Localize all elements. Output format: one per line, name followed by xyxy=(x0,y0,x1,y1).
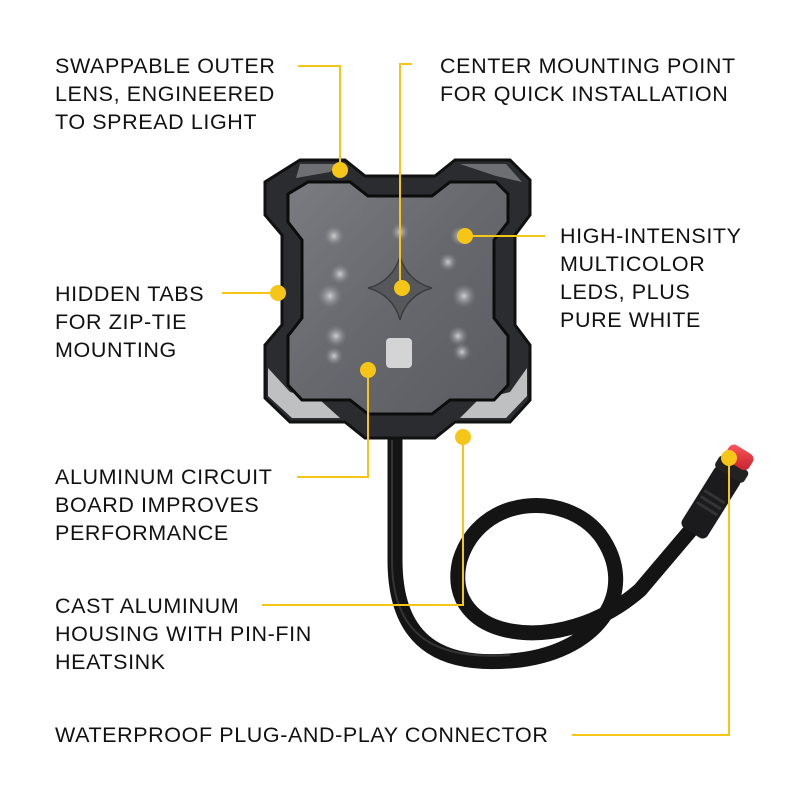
leader-housing xyxy=(262,437,464,606)
callout-hidden-tabs: HIDDEN TABS FOR ZIP-TIE MOUNTING xyxy=(55,280,204,364)
callout-connector: WATERPROOF PLUG-AND-PLAY CONNECTOR xyxy=(55,721,548,749)
callout-line: FOR QUICK INSTALLATION xyxy=(440,82,729,106)
callout-line: SWAPPABLE OUTER xyxy=(55,54,276,78)
callout-line: CAST ALUMINUM xyxy=(55,594,240,618)
leader-circuit-board xyxy=(297,372,369,478)
leader-outer-lens xyxy=(298,65,341,168)
cable xyxy=(387,422,720,670)
leader-center-mount xyxy=(399,63,412,288)
callout-line: PERFORMANCE xyxy=(55,521,229,545)
callout-line: BOARD IMPROVES xyxy=(55,493,260,517)
callout-line: FOR ZIP-TIE xyxy=(55,310,188,334)
dot-outer-lens xyxy=(332,162,348,178)
callout-outer-lens: SWAPPABLE OUTER LENS, ENGINEERED TO SPRE… xyxy=(55,52,275,136)
dot-hidden-tabs xyxy=(270,285,286,301)
callout-line: HOUSING WITH PIN-FIN xyxy=(55,622,312,646)
callout-housing: CAST ALUMINUM HOUSING WITH PIN-FIN HEATS… xyxy=(55,592,312,676)
dot-center-mount xyxy=(394,280,410,296)
callout-line: HEATSINK xyxy=(55,650,166,674)
callout-line: ALUMINUM CIRCUIT xyxy=(55,465,273,489)
callout-line: PURE WHITE xyxy=(560,308,701,332)
callout-line: CENTER MOUNTING POINT xyxy=(440,54,736,78)
callout-line: HIGH-INTENSITY xyxy=(560,224,742,248)
leader-connector xyxy=(572,458,730,736)
callout-line: LEDS, PLUS xyxy=(560,280,691,304)
callout-line: LENS, ENGINEERED xyxy=(55,82,275,106)
dot-connector xyxy=(721,450,737,466)
callout-circuit-board: ALUMINUM CIRCUIT BOARD IMPROVES PERFORMA… xyxy=(55,463,272,547)
dot-leds xyxy=(457,228,473,244)
callout-center-mount: CENTER MOUNTING POINT FOR QUICK INSTALLA… xyxy=(440,52,736,108)
callout-line: MOUNTING xyxy=(55,338,177,362)
callout-line: MULTICOLOR xyxy=(560,252,706,276)
callout-leds: HIGH-INTENSITY MULTICOLOR LEDS, PLUS PUR… xyxy=(560,222,742,334)
callout-line: WATERPROOF PLUG-AND-PLAY CONNECTOR xyxy=(55,723,549,747)
callout-line: TO SPREAD LIGHT xyxy=(55,110,258,134)
dot-circuit-board xyxy=(360,362,376,378)
dot-housing xyxy=(455,429,471,445)
callout-line: HIDDEN TABS xyxy=(55,282,205,306)
